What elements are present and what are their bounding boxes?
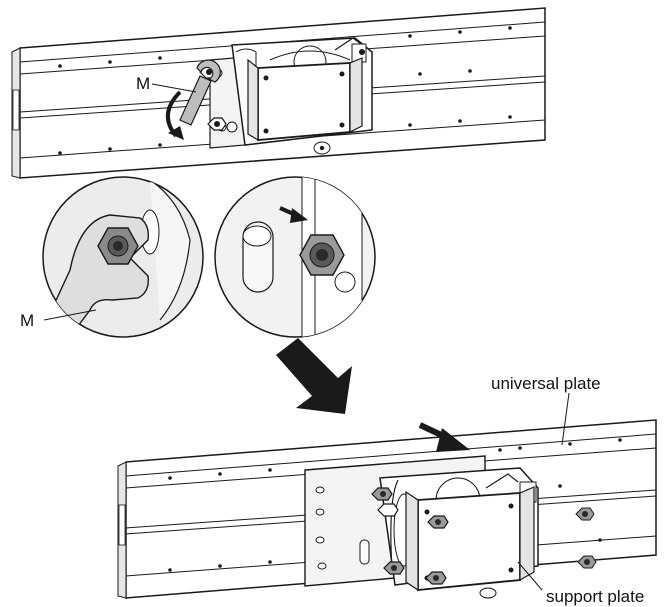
detail-wrench-circle: M xyxy=(20,176,204,338)
bottom-assembly xyxy=(117,419,657,599)
top-support-plate xyxy=(247,57,363,155)
bottom-support-plate xyxy=(405,486,535,599)
support-plate-label: support plate xyxy=(546,587,644,606)
detail-nut-circle xyxy=(214,176,376,338)
wrench-label-detail: M xyxy=(20,311,34,330)
detail-push-arrow-icon xyxy=(279,206,308,223)
bottom-bolts xyxy=(371,487,449,585)
wrench-label-top: M xyxy=(136,74,150,93)
step-down-arrow-icon xyxy=(276,338,352,414)
top-wrench xyxy=(179,59,221,126)
support-plate-callout: support plate xyxy=(517,561,644,606)
slide-arrow-icon xyxy=(418,422,470,452)
top-assembly: M xyxy=(11,7,546,179)
rotation-arrow-icon xyxy=(166,90,184,140)
universal-plate-callout: universal plate xyxy=(491,374,601,446)
universal-plate-label: universal plate xyxy=(491,374,601,393)
